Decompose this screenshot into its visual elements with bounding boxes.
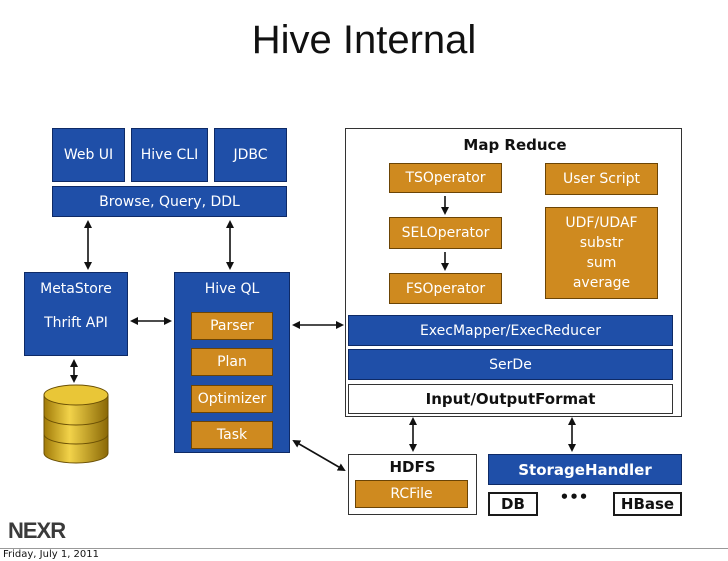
storage-handler-label: StorageHandler: [518, 460, 652, 479]
hbase-box: HBase: [613, 492, 682, 516]
udf-sum-label: sum: [586, 255, 617, 271]
slide-title: Hive Internal: [251, 18, 477, 62]
web-ui-box: Web UI: [52, 128, 125, 182]
jdbc-box: JDBC: [214, 128, 287, 182]
exec-mapper-reducer-box: ExecMapper/ExecReducer: [348, 315, 673, 346]
ts-operator-box: TSOperator: [389, 163, 502, 193]
browse-query-ddl-box: Browse, Query, DDL: [52, 186, 287, 217]
udf-substr-label: substr: [579, 235, 624, 251]
metastore-box: MetaStore Thrift API: [24, 272, 128, 356]
thrift-api-label: Thrift API: [44, 315, 108, 331]
input-output-format-label: Input/OutputFormat: [425, 390, 596, 408]
footer-date: Friday, July 1, 2011: [3, 549, 99, 560]
udf-udaf-label: UDF/UDAF: [565, 215, 638, 231]
hive-cli-label: Hive CLI: [140, 147, 199, 163]
sel-operator-box: SELOperator: [389, 217, 502, 249]
fs-operator-label: FSOperator: [405, 280, 486, 297]
udf-udaf-box: UDF/UDAF substr sum average: [545, 207, 658, 299]
user-script-label: User Script: [563, 171, 640, 187]
nexr-logo-text: NEXR: [8, 518, 66, 543]
user-script-box: User Script: [545, 163, 658, 195]
serde-label: SerDe: [489, 356, 532, 373]
input-output-format-box: Input/OutputFormat: [348, 384, 673, 414]
hive-cli-box: Hive CLI: [131, 128, 208, 182]
ts-operator-label: TSOperator: [405, 170, 486, 186]
sel-operator-label: SELOperator: [401, 225, 490, 241]
fs-operator-box: FSOperator: [389, 273, 502, 304]
db-label: DB: [501, 495, 525, 513]
browse-query-ddl-label: Browse, Query, DDL: [99, 193, 240, 210]
hive-ql-title: Hive QL: [204, 281, 260, 297]
arrow-task-hdfs: [292, 439, 346, 472]
plan-label: Plan: [217, 354, 247, 370]
serde-box: SerDe: [348, 349, 673, 380]
footer-divider: [0, 548, 728, 549]
map-reduce-title: Map Reduce: [463, 136, 567, 154]
hdfs-title: HDFS: [389, 458, 436, 476]
hbase-label: HBase: [620, 495, 675, 513]
plan-box: Plan: [191, 348, 273, 376]
parser-label: Parser: [210, 318, 254, 334]
parser-box: Parser: [191, 312, 273, 340]
web-ui-label: Web UI: [63, 147, 114, 163]
metastore-title: MetaStore: [40, 281, 112, 297]
udf-average-label: average: [572, 275, 631, 291]
rcfile-box: RCFile: [355, 480, 468, 508]
task-label: Task: [216, 427, 248, 443]
exec-mapper-reducer-label: ExecMapper/ExecReducer: [419, 322, 602, 339]
task-box: Task: [191, 421, 273, 449]
optimizer-box: Optimizer: [191, 385, 273, 413]
rcfile-label: RCFile: [390, 486, 433, 502]
storage-handler-box: StorageHandler: [488, 454, 682, 485]
jdbc-label: JDBC: [233, 147, 268, 163]
optimizer-label: Optimizer: [197, 391, 267, 407]
storage-ellipsis: •••: [559, 488, 589, 506]
db-box: DB: [488, 492, 538, 516]
nexr-logo: NEXR: [8, 518, 80, 544]
database-icon: [43, 384, 109, 464]
